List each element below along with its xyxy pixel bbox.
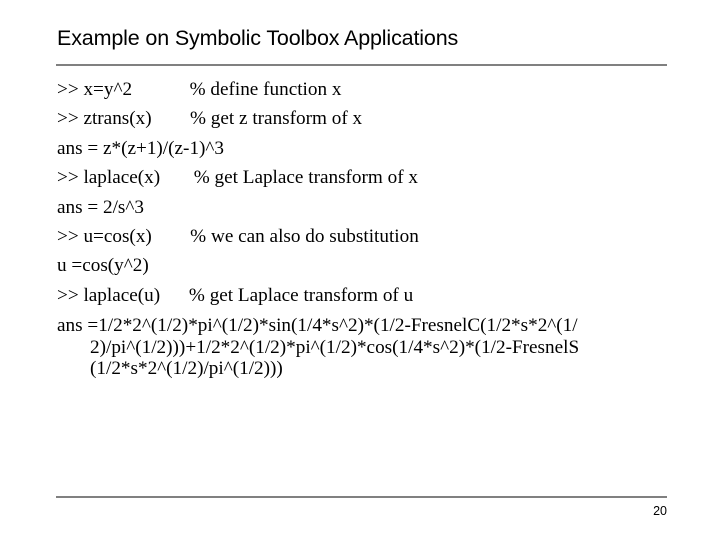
code-line-formula: ans =1/2*2^(1/2)*pi^(1/2)*sin(1/4*s^2)*(… xyxy=(57,315,580,380)
title-divider xyxy=(56,64,667,66)
code-line: >> u=cos(x) % we can also do substitutio… xyxy=(57,225,419,247)
page-title: Example on Symbolic Toolbox Applications xyxy=(57,26,459,50)
code-line: ans = 2/s^3 xyxy=(57,196,144,218)
code-line: >> laplace(u) % get Laplace transform of… xyxy=(57,284,414,306)
code-line: u =cos(y^2) xyxy=(57,255,149,277)
code-line: >> ztrans(x) % get z transform of x xyxy=(57,108,363,130)
code-line: >> x=y^2 % define function x xyxy=(57,79,342,100)
page-number: 20 xyxy=(653,504,667,518)
footer-divider xyxy=(56,496,667,498)
code-line: >> laplace(x) % get Laplace transform of… xyxy=(57,167,419,189)
slide-body: >> x=y^2 % define function x >> ztrans(x… xyxy=(57,80,657,380)
code-line: ans = z*(z+1)/(z-1)^3 xyxy=(57,137,225,159)
